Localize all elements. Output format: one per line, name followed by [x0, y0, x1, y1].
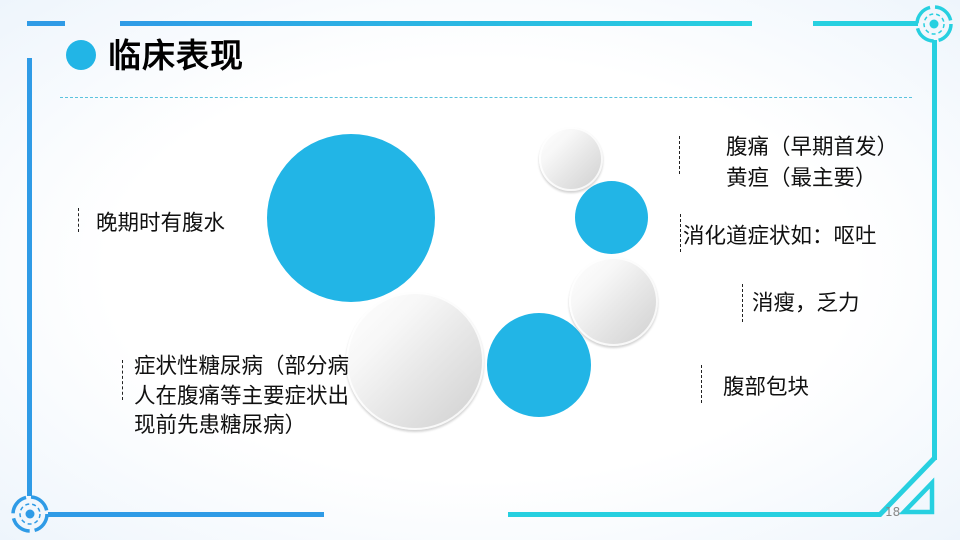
frame-bottom-left-segment [48, 512, 324, 517]
label-tick-pain [679, 136, 680, 174]
frame-top-right-segment [813, 21, 918, 26]
label-abdominal-mass: 腹部包块 [723, 375, 810, 400]
target-icon-bottom-left [11, 495, 49, 533]
label-ascites: 晚期时有腹水 [96, 211, 226, 236]
label-tick-digestive [680, 214, 681, 252]
circle-large-white [346, 292, 484, 430]
label-digestive-symptoms: 消化道症状如：呕吐 [683, 224, 877, 249]
circle-large-blue [267, 134, 435, 302]
circle-small-blue [575, 181, 648, 254]
label-tick-diabetes [122, 360, 123, 400]
label-tick-weight-loss [742, 284, 743, 322]
label-jaundice: 黄疸（最主要） [726, 166, 877, 191]
frame-left-line [27, 58, 32, 496]
title-divider [60, 97, 912, 98]
frame-top-left-segment [27, 21, 65, 26]
frame-corner-triangle [898, 477, 935, 515]
label-abdominal-pain: 腹痛（早期首发） [726, 135, 899, 160]
frame-top-main-segment [120, 21, 752, 26]
frame-right-line [932, 40, 937, 460]
label-tick-mass [701, 365, 702, 403]
circle-medium-white [569, 257, 658, 346]
circle-small-white [539, 127, 603, 191]
label-diabetes: 症状性糖尿病（部分病人在腹痛等主要症状出现前先患糖尿病） [134, 354, 350, 438]
frame-bottom-right-segment [508, 456, 937, 517]
target-icon-top-right [915, 5, 953, 43]
title-bullet-icon [66, 40, 96, 70]
label-tick-ascites [78, 208, 79, 232]
page-title: 临床表现 [108, 36, 244, 75]
circle-medium-blue [487, 313, 591, 417]
page-number: 18 [885, 505, 901, 519]
label-weight-loss: 消瘦，乏力 [752, 291, 860, 316]
